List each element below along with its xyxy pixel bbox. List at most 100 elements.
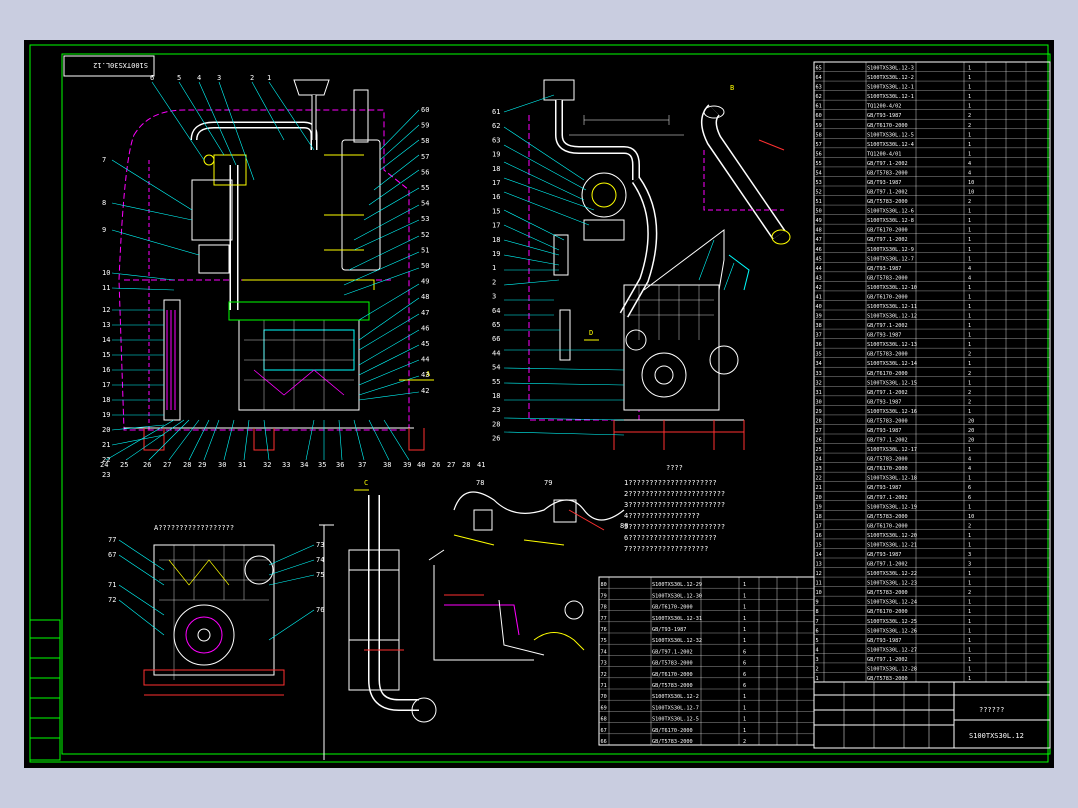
parts-row-code: GB/T5783-2000 bbox=[652, 661, 693, 667]
callout-number: 23 bbox=[102, 471, 110, 479]
callout-number: 37 bbox=[358, 461, 366, 469]
parts-row-qty: 20 bbox=[968, 418, 974, 424]
parts-row-number: 8 bbox=[816, 609, 819, 615]
parts-row-qty: 1 bbox=[743, 717, 746, 723]
callout-number: 13 bbox=[102, 321, 110, 329]
parts-row-code: GB/T93-1987 bbox=[867, 552, 901, 558]
callout-number: 52 bbox=[421, 231, 429, 239]
callout-number: 1 bbox=[267, 74, 271, 82]
parts-row-code: S100TXS30L.12-32 bbox=[652, 638, 702, 644]
parts-row-number: 9 bbox=[816, 600, 819, 606]
callout-number: 41 bbox=[477, 461, 485, 469]
parts-row-number: 58 bbox=[816, 132, 822, 138]
parts-row-number: 36 bbox=[816, 342, 822, 348]
parts-row-code: GB/T6170-2000 bbox=[652, 605, 693, 611]
callout-number: 63 bbox=[492, 136, 500, 144]
callout-number: 42 bbox=[421, 387, 429, 395]
parts-row-code: GB/T93-1987 bbox=[867, 399, 901, 405]
callout-number: 20 bbox=[102, 426, 110, 434]
parts-row-qty: 6 bbox=[743, 683, 746, 689]
parts-row-code: S100TXS30L.12-16 bbox=[867, 409, 917, 415]
parts-row-number: 10 bbox=[816, 590, 822, 596]
parts-row-qty: 2 bbox=[968, 123, 971, 129]
parts-row-number: 20 bbox=[816, 495, 822, 501]
parts-row-code: S100TXS30L.12-12 bbox=[867, 314, 917, 320]
front-view: A bbox=[105, 79, 434, 461]
parts-row-qty: 1 bbox=[743, 638, 746, 644]
parts-row-number: 18 bbox=[816, 514, 822, 520]
parts-row-code: GB/T5783-2000 bbox=[867, 514, 908, 520]
parts-row-qty: 2 bbox=[968, 371, 971, 377]
parts-row-qty: 6 bbox=[968, 485, 971, 491]
callout-number: 7 bbox=[102, 156, 106, 164]
parts-row-number: 71 bbox=[601, 683, 607, 689]
hose-detail bbox=[453, 491, 625, 546]
parts-row-qty: 1 bbox=[968, 66, 971, 72]
parts-row-code: S100TXS30L.12-30 bbox=[652, 593, 702, 599]
callout-number: 18 bbox=[102, 396, 110, 404]
parts-row-number: 44 bbox=[816, 266, 822, 272]
callout-number: 60 bbox=[421, 106, 429, 114]
parts-row-code: GB/T6170-2000 bbox=[867, 466, 908, 472]
view-c-intake-pipe: C bbox=[319, 479, 437, 760]
callout-number: 44 bbox=[492, 349, 500, 357]
parts-row-qty: 1 bbox=[968, 218, 971, 224]
callout-number: 27 bbox=[447, 461, 455, 469]
callout-number: 31 bbox=[238, 461, 246, 469]
parts-row-qty: 6 bbox=[743, 649, 746, 655]
callout-number: 3 bbox=[217, 74, 221, 82]
view-label-a: A bbox=[426, 370, 431, 378]
callout-number: 18 bbox=[492, 392, 500, 400]
left-revision-block bbox=[29, 619, 61, 761]
parts-row-code: S100TXS30L.12-23 bbox=[867, 581, 917, 587]
parts-row-qty: 4 bbox=[968, 466, 971, 472]
parts-row-number: 63 bbox=[816, 85, 822, 91]
parts-row-code: S100TXS30L.12-25 bbox=[867, 619, 917, 625]
parts-row-number: 68 bbox=[601, 717, 607, 723]
parts-row-code: S100TXS30L.12-31 bbox=[652, 616, 702, 622]
parts-row-code: S100TXS30L.12-15 bbox=[867, 380, 917, 386]
callout-number: 53 bbox=[421, 215, 429, 223]
parts-row-qty: 1 bbox=[968, 542, 971, 548]
parts-row-code: S100TXS30L.12-17 bbox=[867, 447, 917, 453]
parts-row-code: S100TXS30L.12-14 bbox=[867, 361, 917, 367]
parts-row-qty: 1 bbox=[743, 605, 746, 611]
callout-number: 8 bbox=[102, 199, 106, 207]
parts-row-number: 30 bbox=[816, 399, 822, 405]
parts-row-code: S100TXS30L.12-13 bbox=[867, 342, 917, 348]
parts-row-code: GB/T97.1-2002 bbox=[867, 161, 908, 167]
callout-number: 54 bbox=[421, 200, 429, 208]
callout-number: 4 bbox=[197, 74, 201, 82]
parts-row-qty: 1 bbox=[968, 600, 971, 606]
parts-row-number: 67 bbox=[601, 728, 607, 734]
parts-row-number: 48 bbox=[816, 228, 822, 234]
parts-row-qty: 10 bbox=[968, 190, 974, 196]
parts-row-qty: 1 bbox=[968, 304, 971, 310]
top-title-plate bbox=[63, 55, 155, 77]
parts-row-number: 79 bbox=[601, 593, 607, 599]
parts-row-number: 23 bbox=[816, 466, 822, 472]
parts-row-code: S100TXS30L.12-24 bbox=[867, 600, 917, 606]
parts-row-number: 39 bbox=[816, 314, 822, 320]
callout-number: 55 bbox=[492, 378, 500, 386]
parts-row-qty: 1 bbox=[968, 609, 971, 615]
callout-number: 26 bbox=[492, 435, 500, 443]
callout-number: 18 bbox=[492, 236, 500, 244]
parts-row-code: S100TXS30L.12-18 bbox=[867, 476, 917, 482]
title-drawing-number: S100TXS30L.12 bbox=[969, 732, 1024, 740]
callout-number: 72 bbox=[108, 596, 116, 604]
callout-number: 50 bbox=[421, 262, 429, 270]
parts-row-code: GB/T5783-2000 bbox=[867, 170, 908, 176]
note-line: 2??????????????????????? bbox=[624, 490, 725, 498]
parts-row-number: 37 bbox=[816, 333, 822, 339]
parts-row-qty: 3 bbox=[968, 562, 971, 568]
parts-row-qty: 1 bbox=[743, 582, 746, 588]
callout-number: 26 bbox=[143, 461, 151, 469]
parts-row-qty: 1 bbox=[968, 447, 971, 453]
parts-row-code: GB/T5783-2000 bbox=[652, 683, 693, 689]
drawing-canvas[interactable]: S100TXS30L.12 bbox=[24, 40, 1054, 768]
parts-row-code: GB/T6170-2000 bbox=[652, 672, 693, 678]
parts-row-qty: 1 bbox=[968, 237, 971, 243]
parts-row-code: S100TXS30L.12-19 bbox=[867, 504, 917, 510]
